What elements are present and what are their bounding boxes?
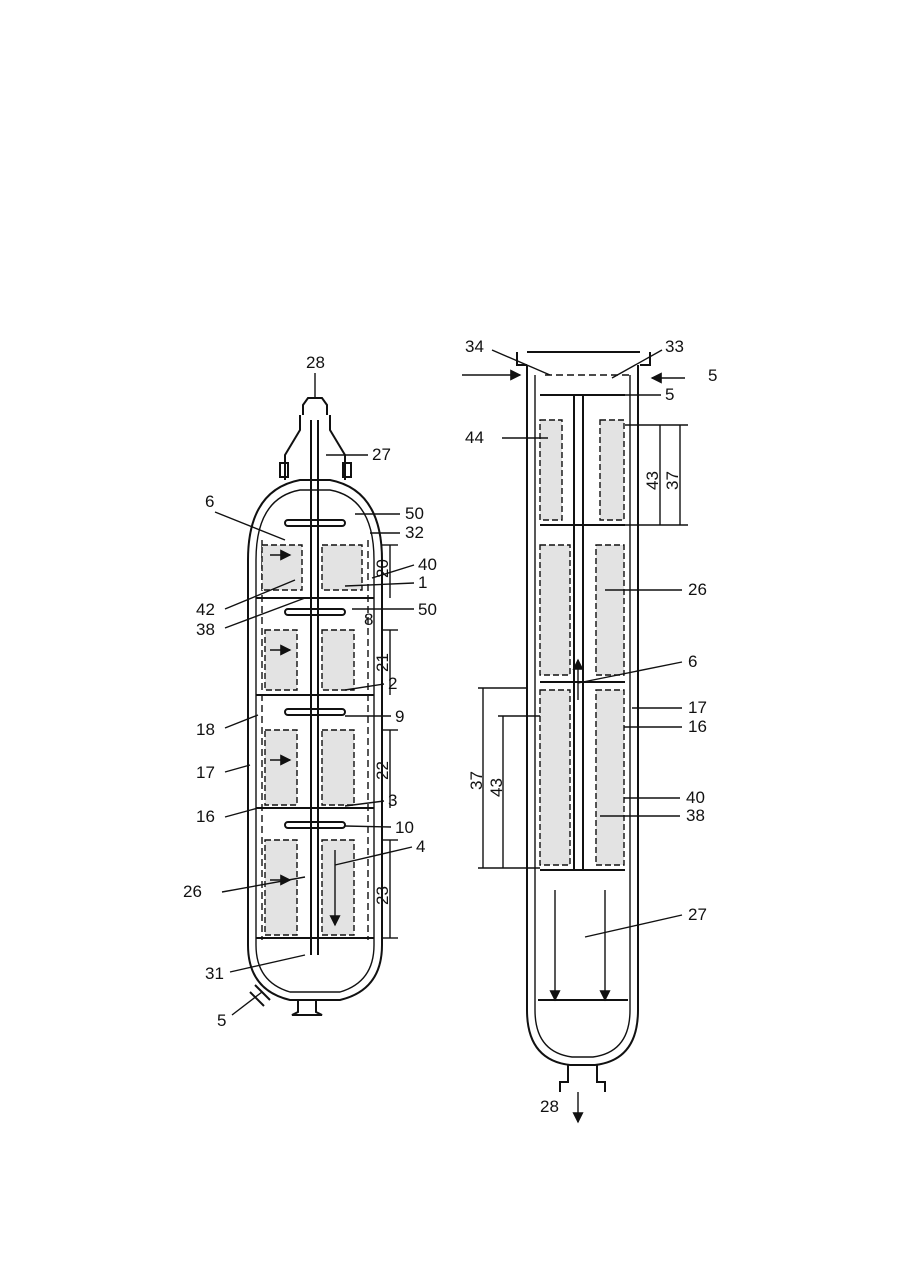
- label-37-right-bottom: 37: [467, 771, 486, 790]
- label-16-left: 16: [196, 807, 215, 826]
- label-37-right-top: 37: [663, 471, 682, 490]
- label-5-right-inner: 5: [665, 385, 674, 404]
- label-5-left: 5: [217, 1011, 226, 1030]
- label-22-left: 22: [373, 761, 392, 780]
- label-43-right-top: 43: [643, 471, 662, 490]
- label-26-left: 26: [183, 882, 202, 901]
- label-21-left: 21: [373, 653, 392, 672]
- label-26-right: 26: [688, 580, 707, 599]
- label-9-left: 9: [395, 707, 404, 726]
- right-reactor-drawing: [462, 352, 688, 1122]
- label-23-left: 23: [373, 886, 392, 905]
- label-6-left: 6: [205, 492, 214, 511]
- label-27-left: 27: [372, 445, 391, 464]
- left-reactor-drawing: [248, 398, 398, 1015]
- label-31-left: 31: [205, 964, 224, 983]
- label-32-left: 32: [405, 523, 424, 542]
- label-38-left: 38: [196, 620, 215, 639]
- label-18-left: 18: [196, 720, 215, 739]
- label-8-left: 8: [364, 610, 373, 629]
- label-17-right: 17: [688, 698, 707, 717]
- label-40-left: 40: [418, 555, 437, 574]
- label-50-mid-left: 50: [418, 600, 437, 619]
- label-38-right: 38: [686, 806, 705, 825]
- label-28-right: 28: [540, 1097, 559, 1116]
- label-6-right: 6: [688, 652, 697, 671]
- label-34-right: 34: [465, 337, 484, 356]
- label-10-left: 10: [395, 818, 414, 837]
- label-3-left: 3: [388, 791, 397, 810]
- label-17-left: 17: [196, 763, 215, 782]
- label-4-left: 4: [416, 837, 425, 856]
- label-40-right: 40: [686, 788, 705, 807]
- label-1-left: 1: [418, 573, 427, 592]
- label-2-left: 2: [388, 674, 397, 693]
- label-44-right: 44: [465, 428, 484, 447]
- left-reactor-labels: 28 27 6 50 32 20 40 1 42 38 50 8 21 2 18…: [183, 353, 437, 1030]
- label-28-left: 28: [306, 353, 325, 372]
- label-50-top-left: 50: [405, 504, 424, 523]
- label-16-right: 16: [688, 717, 707, 736]
- label-5-right-top: 5: [708, 366, 717, 385]
- label-42-left: 42: [196, 600, 215, 619]
- label-33-right: 33: [665, 337, 684, 356]
- label-27-right: 27: [688, 905, 707, 924]
- label-43-right-bottom: 43: [487, 778, 506, 797]
